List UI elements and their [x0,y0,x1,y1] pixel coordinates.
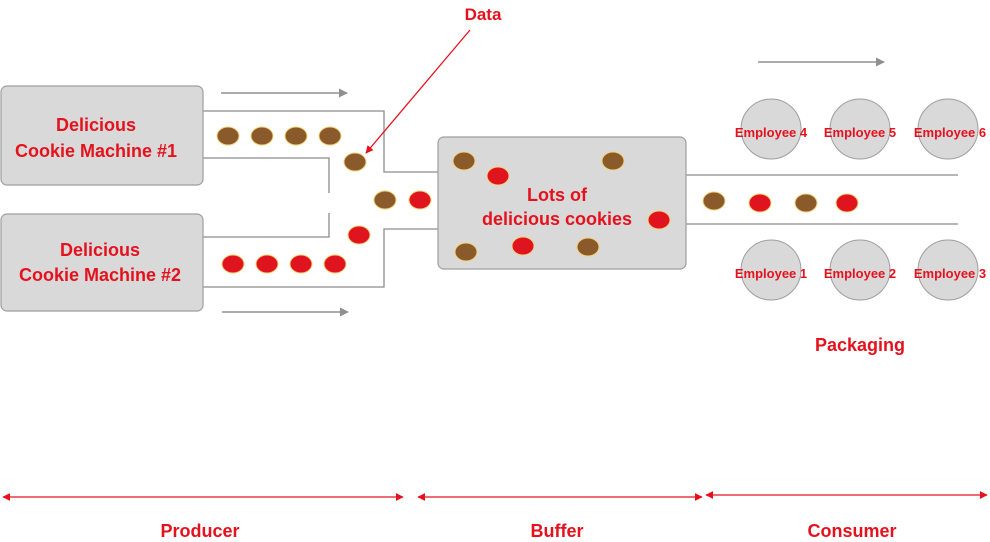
employee-1-circle [740,239,802,301]
employee-3-circle [917,239,979,301]
cookie-m1-1 [216,126,240,146]
cookie-machine-1-line2: Cookie Machine #1 [15,141,177,161]
bottom-belt-upper-edge [203,213,330,238]
cookie-m2-1 [221,254,245,274]
employee-1-label: Employee 1 [735,266,807,281]
cookie-buffer-2 [486,166,510,186]
consumer-label: Consumer [807,521,896,541]
cookie-machine-1-box [0,85,204,186]
cookie-m2-2 [255,254,279,274]
employee-5-circle [829,98,891,160]
cookie-buffer-1 [452,151,476,171]
data-callout: Data [365,5,502,154]
employee-5-label: Employee 5 [824,125,896,140]
top-belt-upper-edge [203,110,439,173]
consumer-belt-cookies [702,191,859,213]
flow-arrows [221,57,885,317]
employees-bottom-row: Employee 1 Employee 2 Employee 3 [735,239,986,301]
cookie-machine-1-line1: Delicious [56,115,136,135]
top-belt-lower-edge [203,157,330,193]
cookie-merge-3 [373,190,397,210]
employee-6-label: Employee 6 [914,125,986,140]
cookie-buffer-5 [454,242,478,262]
employee-6-circle [917,98,979,160]
cookie-buffer-6 [511,236,535,256]
cookie-m1-3 [284,126,308,146]
cookie-m2-4 [323,254,347,274]
employee-3-label: Employee 3 [914,266,986,281]
cookie-buffer-7 [576,237,600,257]
cookie-consumer-3 [794,193,818,213]
cookie-consumer-1 [702,191,726,211]
cookie-merge-4 [408,190,432,210]
cookie-machine-2-belt-cookies [221,254,347,274]
employees-top-row: Employee 4 Employee 5 Employee 6 [735,98,986,160]
cookie-merge-1 [343,152,367,172]
conveyor-lines [203,110,958,288]
data-label: Data [465,5,502,24]
cookie-machine-2-line2: Cookie Machine #2 [19,265,181,285]
cookie-m1-2 [250,126,274,146]
cookie-buffer-4 [647,210,671,230]
buffer-cookies [452,151,671,262]
section-spans [2,491,988,501]
producer-label: Producer [160,521,239,541]
employee-4-label: Employee 4 [735,125,808,140]
cookie-consumer-2 [748,193,772,213]
employee-2-label: Employee 2 [824,266,896,281]
cookie-machine-1-belt-cookies [216,126,342,146]
buffer-label: Buffer [531,521,584,541]
cookie-machine-2-box [0,213,204,312]
packaging-label: Packaging [815,335,905,355]
cookie-m1-4 [318,126,342,146]
cookie-m2-3 [289,254,313,274]
employee-4-circle [740,98,802,160]
merge-chute-cookies [343,152,432,245]
cookie-machine-1: Delicious Cookie Machine #1 [0,85,204,186]
bottom-belt-lower-edge [203,228,439,288]
cookie-consumer-4 [835,193,859,213]
cookie-machine-2: Delicious Cookie Machine #2 [0,213,204,312]
buffer-line2: delicious cookies [482,209,632,229]
cookie-machine-2-line1: Delicious [60,240,140,260]
cookie-merge-2 [347,225,371,245]
cookie-buffer-3 [601,151,625,171]
employee-2-circle [829,239,891,301]
buffer-line1: Lots of [527,185,588,205]
data-pointer-arrow [365,29,471,154]
